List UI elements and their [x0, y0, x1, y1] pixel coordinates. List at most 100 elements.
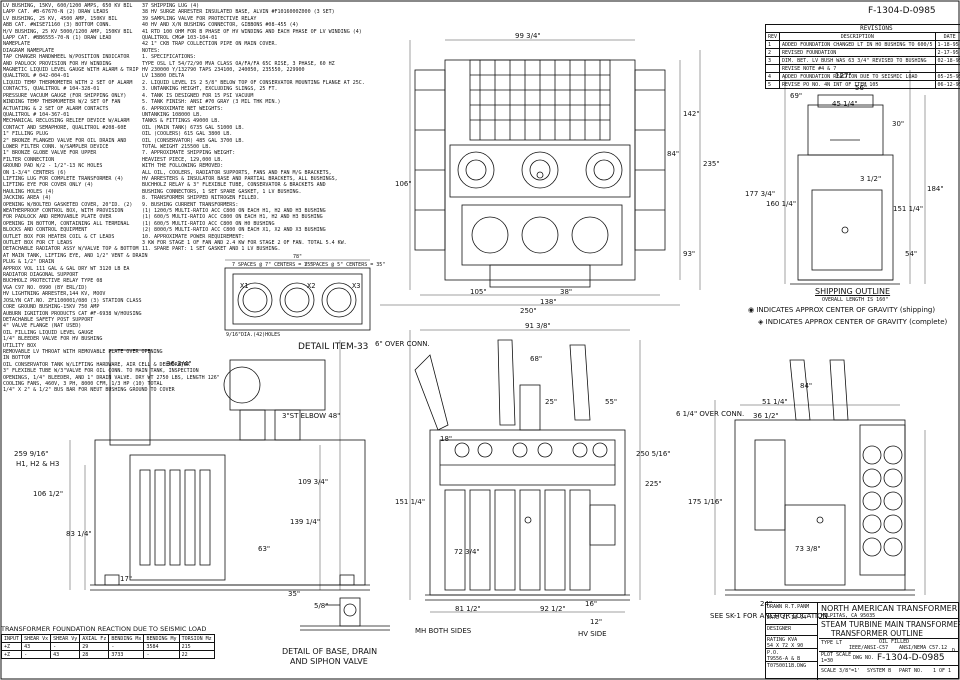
note-left-item: GROUND PAD W/2 - 1/2"-13 NC HOLES	[3, 163, 103, 170]
tb-part: PART NO.	[899, 668, 924, 674]
revisions-header-row: REVDESCRIPTIONDATEAPPR	[764, 32, 960, 41]
front-dim-7: 151 1/4"	[395, 498, 426, 506]
shipping-outline-view	[784, 70, 926, 285]
note-left-item: 1/4" BLEEDER VALVE FOR HV BUSHING	[3, 336, 103, 343]
tb-company: NORTH AMERICAN TRANSFORMER	[821, 604, 958, 613]
note-left-item: LAPP CAT. #B-67670-N (2) DRAW LEADS	[3, 9, 109, 16]
note-left-item: RADIATOR DIAGONAL SUPPORT	[3, 272, 79, 279]
note-left-item: JACKING AREA (4)	[3, 195, 52, 202]
tb-po-label: P.O.	[767, 650, 780, 656]
seismic-cell: +Z	[0, 642, 23, 651]
right-dim-7: 24"	[760, 600, 773, 608]
seismic-header-cell: BENDING My	[143, 634, 180, 643]
tb-sheet: 1 OF 1	[933, 668, 952, 674]
note-left-item: ACTUATING & 2 SET OF ALARM CONTACTS	[3, 105, 109, 112]
revisions-cell: 02-18-95	[934, 56, 960, 65]
note-left-item: CONTACTS, QUALITROL # 104-328-01	[3, 86, 100, 93]
right-dim-2: 51 1/4"	[762, 398, 788, 406]
note-left-item: MAGNETIC LIQUID LEVEL GAUGE WITH ALARM &…	[3, 67, 139, 74]
revisions-cell: 2	[764, 48, 781, 57]
note-left-item: ON 1-3/4" CENTERS (6)	[3, 169, 67, 176]
tb-rating-label: RATING KVA	[767, 637, 798, 643]
ship-dim-5: 30"	[892, 120, 905, 128]
notes-left-list: LV BUSHING, 15KV, 600/1200 AMPS, 650 KV …	[3, 3, 220, 394]
seismic-header-cell: SHEAR Vy	[50, 634, 81, 643]
note-mid-item: TANKS & FITTINGS 49000 LB.	[142, 118, 221, 125]
note-left-item: UTILITY BOX	[3, 342, 37, 349]
note-mid-item: 1. SPECIFICATIONS:	[142, 54, 197, 61]
note-left-item: 3" FLEXIBLE TUBE W/3"VALVE FOR OIL CONN.…	[3, 368, 199, 375]
ship-dim-3: 69"	[790, 92, 803, 100]
note-mid-item: 5. TANK FINISH: ANSI #70 GRAY (3 MIL THK…	[142, 99, 281, 106]
revisions-cell: 1	[764, 40, 781, 49]
note-left-item: OUTLET BOX FOR HEATER COIL & CT LEADS	[3, 233, 115, 240]
note-mid-item: 8. TRANSFORMER SHIPPED NITROGEN FILLED.	[142, 195, 260, 202]
note-left-item: QUALITROL # 042-004-01	[3, 73, 70, 80]
note-left-item: AT MAIN TANK, LIFTING EYE, AND 1/2" VENT…	[3, 252, 148, 259]
shipping-outline-title: SHIPPING OUTLINE	[815, 287, 891, 296]
revisions-cell: REVISED FOUNDATION	[779, 48, 936, 57]
right-label-anchor: SEE SK-1 FOR ANCHOR LOCATION	[710, 612, 828, 620]
note-mid-item: HEAVIEST PIECE, 129,000 LB.	[142, 156, 224, 163]
seismic-block: TRANSFORMER FOUNDATION REACTION DUE TO S…	[0, 626, 215, 659]
drawing-number-top: F-1304-D-0985	[868, 6, 936, 16]
revisions-header-cell: DESCRIPTION	[779, 32, 936, 41]
front-dim-5: 18"	[440, 435, 453, 443]
tb-scale2: SCALE 3/8"=1'	[821, 668, 861, 674]
front-view	[409, 329, 641, 613]
note-left-item: 1/4" X 2" & 1/2" BUS BAR FOR NEUT BUSHIN…	[3, 387, 175, 394]
note-mid-item: (2) 8000/5 MULTI-RATIO ACC C800 ON EACH …	[142, 227, 326, 234]
revisions-cell: 3	[764, 56, 781, 65]
revisions-row: REVISE NOTE #4 & 7	[764, 64, 960, 73]
siphon-title: DETAIL OF BASE, DRAIN	[282, 647, 378, 656]
tb-dwg-number: F-1304-D-0985	[877, 653, 945, 663]
title-block-left: DRAWN R.T.PANM DATE 11-18-94 DESIGNER RA…	[766, 603, 818, 680]
note-left-item: FILTER CONNECTION	[3, 156, 55, 163]
top-dim-8: 38"	[560, 288, 573, 296]
front-dim-6: 225"	[645, 480, 662, 488]
tb-spec3: ANSI/NEMA C57.12	[899, 645, 948, 651]
tb-type-cell: TYPE LT OIL FILLED IEEE/ANSI-C57 ANSI/NE…	[819, 639, 959, 652]
note-left-item: CONTACT AND SEMAPHORE, QUALITROL #208-60…	[3, 124, 127, 131]
note-left-item: 2" BRONZE FLANGED VALVE FOR OIL DRAIN AN…	[3, 137, 127, 144]
note-left-item: DETACHABLE SAFETY POST SUPPORT	[3, 316, 94, 323]
note-left-item: LV BUSHING, 25 KV, 4500 AMP, 150KV BIL	[3, 15, 118, 22]
top-dim-5: 93"	[683, 250, 696, 258]
front-dim-2: 68"	[530, 355, 543, 363]
note-mid-item: (1) 600/5 MULTI-RATIO ACC C800 ON EACH H…	[142, 214, 323, 221]
note-mid-item: UNTANKING 108000 LB.	[142, 111, 203, 118]
left-dim-8: 63"	[258, 545, 271, 553]
note-left-item: MECHANICAL RECLOSING RELIEF DEVICE W/ALA…	[3, 118, 130, 125]
tb-type-value: LT	[836, 640, 843, 646]
note-left-item: LIFTING EYE FOR COVER ONLY (4)	[3, 182, 94, 189]
detail-item-top-left: 7 SPACES @ 7" CENTERS = 35"	[232, 262, 314, 268]
revisions-cell: 06-12-95	[934, 80, 960, 89]
note-mid-item: 10. APPROXIMATE POWER REQUIREMENT:	[142, 233, 245, 240]
siphon-title-2: AND SIPHON VALVE	[290, 657, 368, 666]
note-left-item: LAPP CAT. #BB6555-70-N (1) DRAW LEAD	[3, 35, 112, 42]
note-left-item: PRESSURE VACUUM GAUGE (FOR SHIPPING ONLY…	[3, 92, 127, 99]
note-left-item: APPROX VOL 111 GAL & GAL DRY WT 3120 LB …	[3, 265, 130, 272]
seismic-header-cell: TORSION Mz	[178, 634, 215, 643]
left-dim-10: 17"	[120, 575, 133, 583]
tb-company-cell: NORTH AMERICAN TRANSFORMER MILPITAS, CA …	[819, 603, 959, 619]
detail-item-33	[224, 259, 371, 331]
note-mid-item: ALL OIL, COOLERS, RADIATOR SUPPORTS, FAN…	[142, 169, 332, 176]
siphon-detail	[300, 597, 390, 631]
top-dim-3: 235"	[703, 160, 720, 168]
front-label-conn: 6" OVER CONN.	[375, 340, 430, 348]
ship-dim-9: 177 3/4"	[745, 190, 776, 198]
detail-item-title: DETAIL ITEM-33	[298, 342, 369, 352]
tb-drawn: DRAWN R.T.PANM	[766, 603, 817, 614]
seismic-cell: 22	[178, 650, 215, 659]
tb-dwg-label: DWG NO.	[853, 655, 875, 661]
tb-bottom-cell: SCALE 3/8"=1' SYSTEM B PART NO. 1 OF 1	[819, 666, 959, 678]
